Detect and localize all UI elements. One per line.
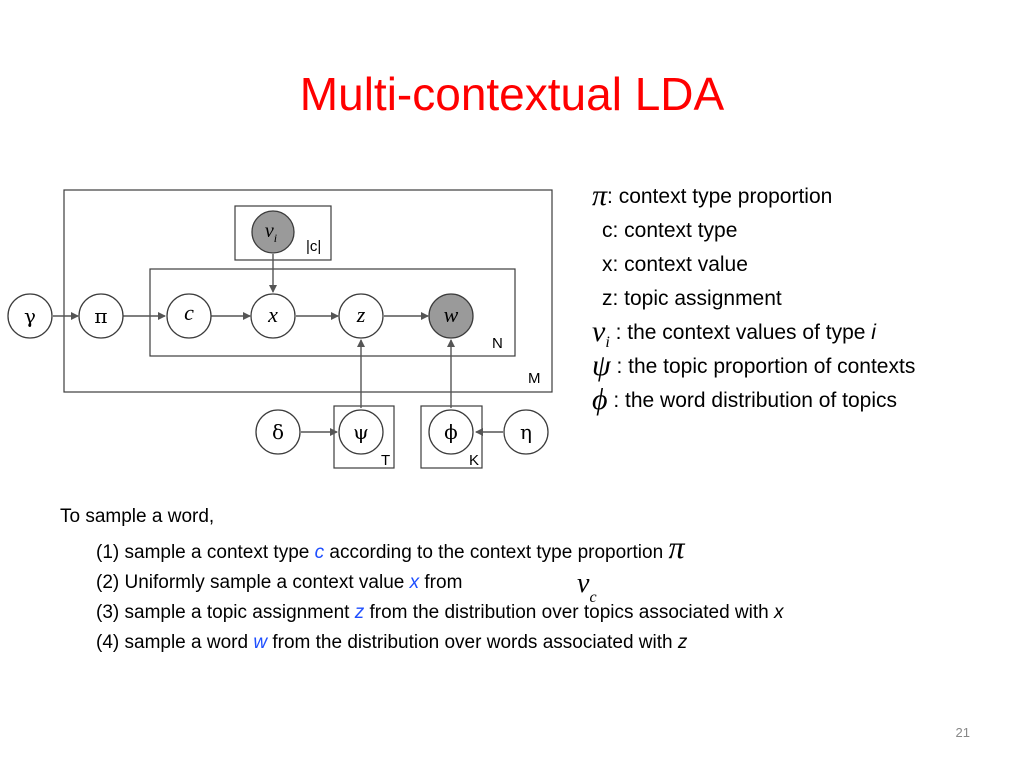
legend-text-z: z: topic assignment [602, 287, 782, 310]
svg-text:ψ: ψ [353, 420, 369, 444]
legend-row-v: vi : the context values of type i [592, 315, 915, 352]
svg-text:vi: vi [265, 220, 277, 245]
sampling-step-1: (1) sample a context type c according to… [60, 529, 783, 568]
step1-pi-symbol: π [668, 529, 685, 565]
step2-v-symbol: vc [577, 568, 597, 607]
svg-text:c: c [184, 300, 194, 325]
node-x: x [250, 293, 296, 339]
plate-n [149, 268, 516, 357]
plate-label-m: M [528, 370, 541, 387]
node-eta: η [503, 409, 549, 455]
legend-text-x: x: context value [602, 253, 748, 276]
legend-row-phi: ϕ : the word distribution of topics [592, 384, 915, 418]
legend-row-psi: ψ : the topic proportion of contexts [592, 350, 915, 384]
node-psi: ψ [338, 409, 384, 455]
svg-text:x: x [267, 302, 278, 327]
slide-title: Multi-contextual LDA [299, 68, 725, 120]
step1-var: c [314, 542, 325, 563]
plate-label-c: |c| [306, 238, 321, 255]
page-number: 21 [955, 725, 970, 740]
plate-c [234, 205, 332, 261]
step3-var: z [354, 602, 365, 623]
node-w-observed: w [428, 293, 474, 339]
legend-row-c: c: context type [592, 214, 915, 248]
legend-text-v-tail: i [871, 321, 876, 344]
plate-m [63, 189, 553, 393]
step2-text-after: from [419, 572, 463, 593]
psi-symbol: ψ [592, 349, 611, 382]
step3-text-after: from the distribution over topics associ… [364, 602, 774, 623]
graphical-model-diagram: |c| N M T K γ π c x [7, 189, 553, 469]
step4-tail: z [677, 632, 688, 653]
svg-text:π: π [94, 304, 107, 328]
node-c: c [166, 293, 212, 339]
node-z: z [338, 293, 384, 339]
step4-var: w [253, 632, 268, 653]
v-symbol: v [592, 315, 606, 348]
step2-var: x [409, 572, 420, 593]
v-subscript: i [605, 334, 610, 351]
legend-row-x: x: context value [592, 248, 915, 282]
plate-label-t: T [381, 452, 390, 469]
plate-t [333, 405, 395, 469]
legend-row-pi: π: context type proportion [592, 180, 915, 214]
sampling-intro: To sample a word, [60, 506, 215, 527]
svg-text:w: w [444, 302, 459, 327]
symbol-legend: π: context type proportion c: context ty… [592, 180, 915, 418]
sampling-step-4: (4) sample a word w from the distributio… [60, 628, 783, 658]
node-phi: ϕ [428, 409, 474, 455]
plate-label-n: N [492, 335, 503, 352]
sampling-step-3: (3) sample a topic assignment z from the… [60, 598, 783, 628]
svg-text:z: z [356, 302, 366, 327]
legend-text-v: : the context values of type [609, 321, 872, 344]
svg-text:γ: γ [24, 304, 36, 328]
step2-text: (2) Uniformly sample a context value [96, 572, 410, 593]
node-gamma: γ [7, 293, 53, 339]
step1-text-after: according to the context type proportion [324, 542, 669, 563]
svg-text:η: η [520, 420, 532, 444]
node-delta: δ [255, 409, 301, 455]
legend-text-psi: : the topic proportion of contexts [610, 355, 916, 378]
plate-label-k: K [469, 452, 479, 469]
sampling-procedure: To sample a word, (1) sample a context t… [60, 502, 783, 658]
legend-text-pi: : context type proportion [607, 185, 833, 208]
phi-symbol: ϕ [592, 383, 608, 416]
step1-text: (1) sample a context type [96, 542, 315, 563]
step4-text: (4) sample a word [96, 632, 254, 653]
legend-text-c: c: context type [602, 219, 738, 242]
svg-text:ϕ: ϕ [444, 420, 458, 444]
step3-text: (3) sample a topic assignment [96, 602, 355, 623]
pi-symbol: π [592, 179, 608, 212]
svg-text:δ: δ [272, 420, 284, 444]
node-pi: π [78, 293, 124, 339]
sampling-step-2: (2) Uniformly sample a context value x f… [60, 568, 783, 607]
legend-row-z: z: topic assignment [592, 282, 915, 316]
legend-text-phi: : the word distribution of topics [607, 389, 898, 412]
node-v: vi [251, 210, 295, 254]
step3-tail: x [773, 602, 784, 623]
step4-text-after: from the distribution over words associa… [267, 632, 678, 653]
